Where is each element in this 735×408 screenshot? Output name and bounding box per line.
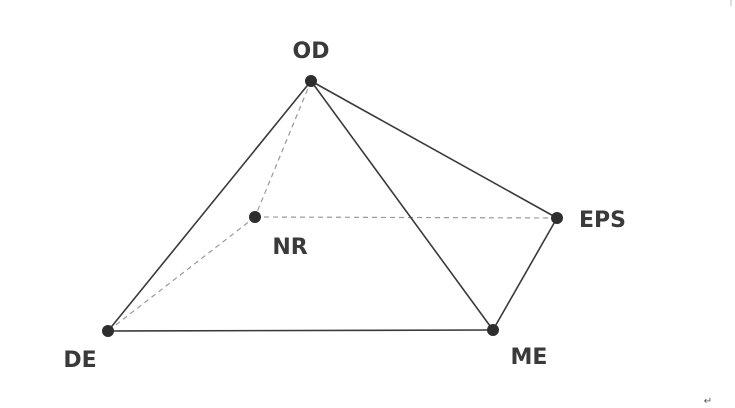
edge-od-de — [107, 80, 312, 332]
vertex-me-dot — [487, 324, 499, 336]
vertex-me-label: ME — [511, 345, 548, 370]
vertex-od-label: OD — [293, 39, 330, 64]
vertex-de-label: DE — [63, 348, 96, 373]
edge-me-eps — [492, 217, 558, 331]
return-mark: ↵ — [704, 396, 712, 407]
vertex-eps-dot — [551, 212, 563, 224]
vertex-nr-label: NR — [272, 235, 307, 260]
edge-de-me — [107, 329, 494, 332]
edge-od-eps — [310, 80, 558, 219]
vertex-de-dot — [102, 325, 114, 337]
edge-od-me — [310, 80, 494, 331]
edge-nr-de — [107, 216, 256, 332]
vertex-eps-label: EPS — [579, 208, 626, 233]
vertex-nr-dot — [249, 211, 261, 223]
edge-od-nr — [254, 80, 312, 218]
vertex-od-dot — [305, 75, 317, 87]
edge-nr-eps — [254, 216, 558, 219]
